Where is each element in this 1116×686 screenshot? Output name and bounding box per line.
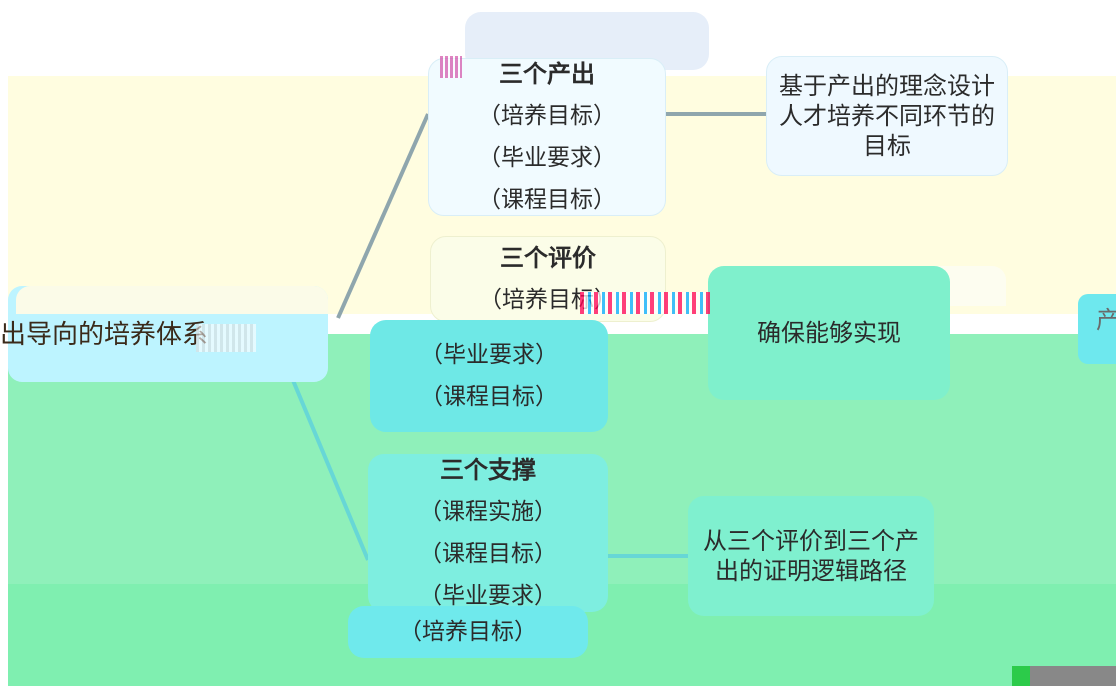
supports-node: 三个支撑 （课程实施） （课程目标） （毕业要求） bbox=[368, 454, 608, 612]
render-artifact bbox=[440, 56, 462, 78]
supports-description-node: 从三个评价到三个产出的证明逻辑路径 bbox=[688, 496, 934, 616]
evaluations-description-node: 确保能够实现 bbox=[708, 266, 950, 400]
root-label: 出导向的培养体系 bbox=[0, 320, 209, 350]
right-stub-label: 产 bbox=[1096, 306, 1116, 334]
link-root-outputs bbox=[336, 113, 430, 319]
evaluations-item: （课程目标） bbox=[420, 384, 558, 410]
render-artifact bbox=[196, 324, 256, 352]
right-stub-node: 产 bbox=[1078, 294, 1116, 364]
outputs-node: 三个产出 （培养目标） （毕业要求） （课程目标） bbox=[428, 58, 666, 216]
supports-item: （培养目标） bbox=[399, 619, 537, 645]
render-artifact bbox=[1012, 666, 1030, 686]
evaluations-title: 三个评价 bbox=[500, 243, 596, 272]
render-artifact bbox=[1012, 666, 1116, 686]
supports-item: （课程实施） bbox=[419, 498, 557, 525]
evaluations-description: 确保能够实现 bbox=[757, 319, 901, 347]
supports-description: 从三个评价到三个产出的证明逻辑路径 bbox=[703, 527, 919, 585]
evaluations-item: （毕业要求） bbox=[420, 342, 558, 368]
outputs-item: （毕业要求） bbox=[478, 144, 616, 171]
render-artifact bbox=[580, 292, 710, 314]
supports-node-tail: （培养目标） bbox=[348, 606, 588, 658]
outputs-description: 基于产出的理念设计人才培养不同环节的目标 bbox=[779, 72, 995, 160]
supports-item: （毕业要求） bbox=[419, 582, 557, 609]
supports-item: （课程目标） bbox=[419, 540, 557, 567]
outputs-description-node: 基于产出的理念设计人才培养不同环节的目标 bbox=[766, 56, 1008, 176]
evaluations-node-lower: （毕业要求） （课程目标） bbox=[370, 320, 608, 432]
supports-title: 三个支撑 bbox=[440, 455, 536, 484]
outputs-title: 三个产出 bbox=[499, 59, 595, 88]
outputs-item: （课程目标） bbox=[478, 186, 616, 213]
root-node-header bbox=[16, 286, 328, 314]
outputs-item: （培养目标） bbox=[478, 102, 616, 129]
